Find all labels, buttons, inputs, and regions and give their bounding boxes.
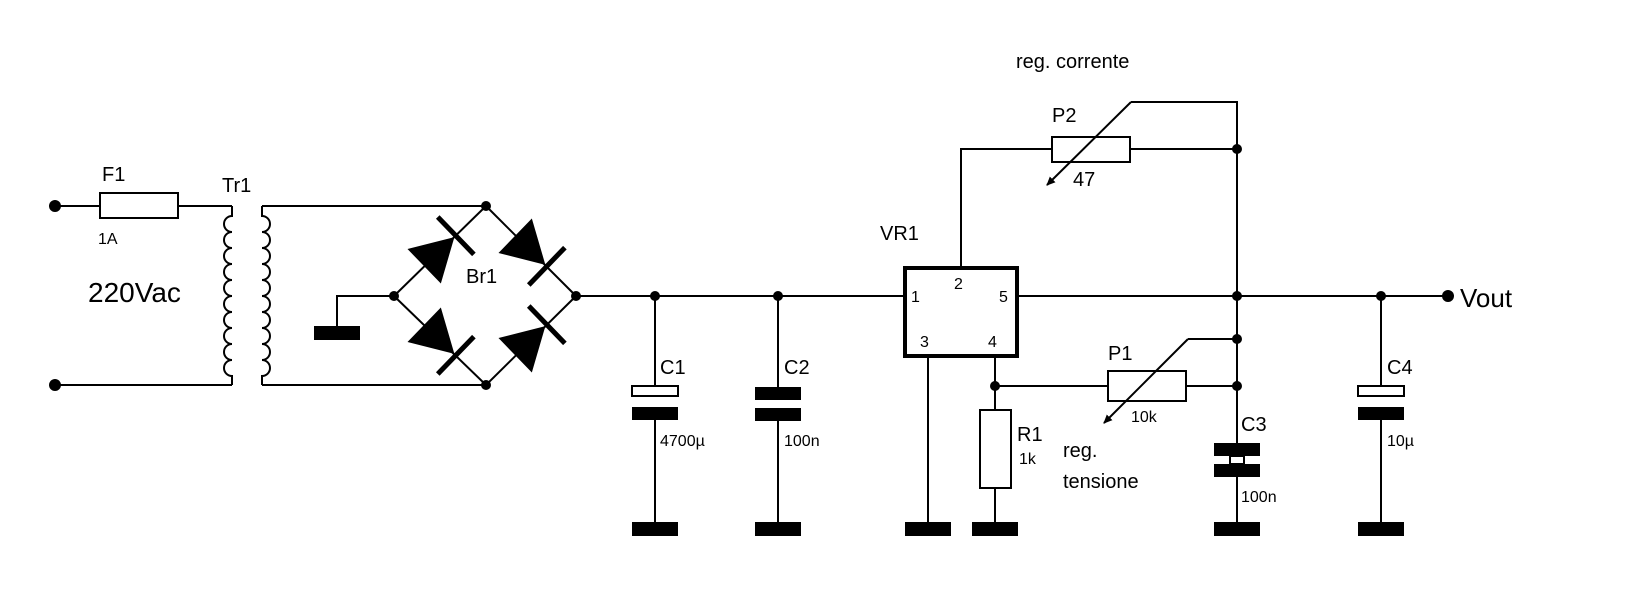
capacitor-c2: C2 100n [755,291,820,536]
c2-value-label: 100n [784,433,820,450]
p1-wiper-arrow [1103,338,1189,424]
capacitor-c4: C4 10µ [1357,296,1414,536]
p2-ref-label: P2 [1052,105,1076,127]
p2-wiper-arrow [1046,101,1132,186]
p1-ref-label: P1 [1108,343,1132,365]
secondary-winding [261,206,271,385]
ac-input: 220Vac [49,200,232,391]
r1-value-label: 1k [1019,451,1037,468]
transformer-tr1: Tr1 [222,175,486,386]
c1-value-label: 4700µ [660,433,705,450]
pin-2-label: 2 [954,276,963,293]
input-voltage-label: 220Vac [88,277,181,308]
regulator-vr1: VR1 1 2 3 4 5 [880,223,1019,536]
diode-lower-left [407,307,476,376]
c2-ref-label: C2 [784,357,810,379]
c3-value-label: 100n [1241,489,1277,506]
fuse-ref-label: F1 [102,164,125,186]
ground-symbol-c2 [755,522,801,536]
c1-ref-label: C1 [660,357,686,379]
potentiometer-p2: P2 47 reg. corrente [960,51,1242,268]
regulator-ref-label: VR1 [880,223,919,245]
r1-ref-label: R1 [1017,424,1043,446]
pin-1-label: 1 [911,289,920,306]
c4-value-label: 10µ [1387,433,1414,450]
potentiometer-p1: P1 10k reg. tensione [995,334,1242,493]
c4-ref-label: C4 [1387,357,1413,379]
resistor-r1: R1 1k [972,356,1043,536]
p2-value-label: 47 [1073,169,1095,191]
capacitor-c1: C1 4700µ [631,291,705,536]
ground-symbol-c3 [1214,522,1260,536]
fuse-value-label: 1A [98,231,118,248]
p1-note-label-line2: tensione [1063,471,1139,493]
pin-5-label: 5 [999,289,1008,306]
fuse-f1: F1 1A [98,164,232,248]
diode-lower-right [498,304,567,373]
output-terminal [1442,290,1454,302]
diode-upper-left [407,215,476,284]
ground-symbol-r1 [972,522,1018,536]
pin-4-label: 4 [988,334,997,351]
ground-symbol-c1 [632,522,678,536]
transformer-ref-label: Tr1 [222,175,251,197]
p1-note-label-line1: reg. [1063,440,1097,462]
ground-symbol-vr1 [905,522,951,536]
p2-note-label: reg. corrente [1016,51,1129,73]
output-label: Vout [1460,283,1513,313]
p1-value-label: 10k [1131,409,1158,426]
capacitor-c3: C3 100n [1214,414,1277,536]
pin-3-label: 3 [920,334,929,351]
primary-winding [223,206,233,385]
c3-ref-label: C3 [1241,414,1267,436]
bridge-ref-label: Br1 [466,266,497,288]
bridge-rectifier-br1: Br1 [314,201,581,390]
diode-upper-right [498,218,567,287]
ground-symbol-c4 [1358,522,1404,536]
ground-symbol-bridge [314,326,360,340]
